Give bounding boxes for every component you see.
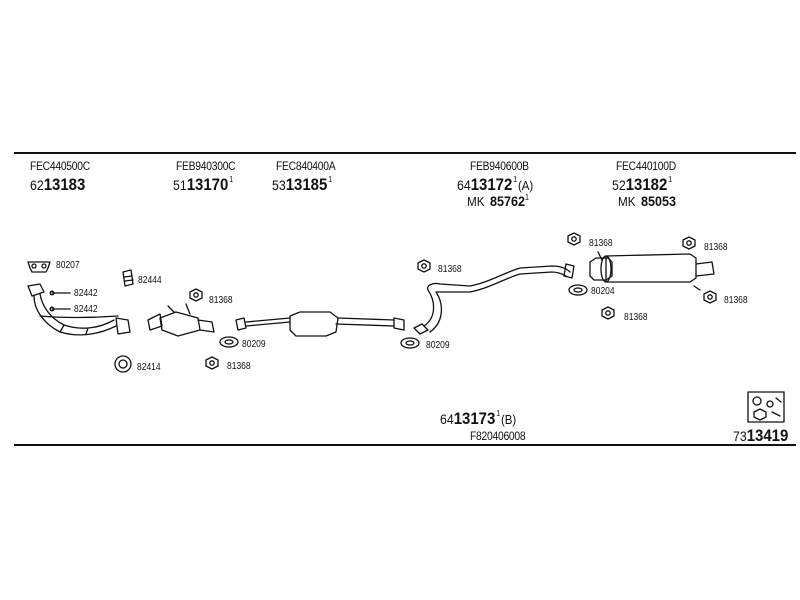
code-feb940600b: FEB940600B: [470, 159, 529, 173]
ref-81368-f[interactable]: 81368: [724, 295, 748, 306]
rubber-hanger-icon[interactable]: [703, 290, 717, 304]
ref-81368-a[interactable]: 81368: [209, 295, 233, 306]
kit-box-icon[interactable]: [747, 391, 785, 423]
part-number-13172[interactable]: 64131721(A): [457, 175, 534, 194]
rear-silencer[interactable]: [589, 251, 715, 291]
code-feb940300c: FEB940300C: [176, 159, 236, 173]
rubber-hanger-icon[interactable]: [189, 288, 203, 302]
rubber-hanger-icon[interactable]: [417, 259, 431, 273]
ref-82444[interactable]: 82444: [138, 275, 162, 286]
ref-82442-a[interactable]: 82442: [74, 288, 98, 299]
part-number-13183[interactable]: 6213183: [30, 175, 86, 194]
ref-82442-b[interactable]: 82442: [74, 304, 98, 315]
code-fec440500c: FEC440500C: [30, 159, 90, 173]
bolt-icon[interactable]: [49, 290, 71, 312]
ref-80209-a[interactable]: 80209: [242, 339, 266, 350]
ref-81368-g[interactable]: 81368: [624, 312, 648, 323]
code-f820406008: F820406008: [470, 429, 526, 443]
part-number-13182[interactable]: 52131821: [612, 175, 673, 194]
ref-80209-b[interactable]: 80209: [426, 340, 450, 351]
ref-82414[interactable]: 82414: [137, 362, 161, 373]
middle-silencer[interactable]: [235, 311, 405, 337]
code-fec840400a: FEC840400A: [276, 159, 336, 173]
gasket-icon[interactable]: [219, 336, 239, 348]
ref-80204[interactable]: 80204: [591, 286, 615, 297]
front-silencer[interactable]: [147, 303, 215, 337]
rubber-hanger-icon[interactable]: [205, 356, 219, 370]
code-fec440100d: FEC440100D: [616, 159, 676, 173]
gasket-icon[interactable]: [114, 355, 132, 373]
front-pipe[interactable]: [27, 283, 131, 336]
gasket-icon[interactable]: [568, 284, 588, 296]
gasket-icon[interactable]: [400, 337, 420, 349]
part-number-13419[interactable]: 7313419: [733, 426, 789, 445]
bracket-icon[interactable]: [27, 261, 51, 273]
ref-81368-e[interactable]: 81368: [704, 242, 728, 253]
ref-80207[interactable]: 80207: [56, 260, 80, 271]
rubber-hanger-icon[interactable]: [682, 236, 696, 250]
rubber-hanger-icon[interactable]: [567, 232, 581, 246]
ref-81368-b[interactable]: 81368: [227, 361, 251, 372]
bottom-rule: [14, 444, 796, 446]
clamp-icon[interactable]: [122, 269, 134, 287]
part-number-13185[interactable]: 53131851: [272, 175, 333, 194]
part-number-13173[interactable]: 64131731(B): [440, 409, 517, 428]
intermediate-pipe[interactable]: [413, 263, 575, 335]
ref-81368-d[interactable]: 81368: [589, 238, 613, 249]
part-number-13170[interactable]: 51131701: [173, 175, 234, 194]
rubber-hanger-icon[interactable]: [601, 306, 615, 320]
ref-81368-c[interactable]: 81368: [438, 264, 462, 275]
top-rule: [14, 152, 796, 154]
